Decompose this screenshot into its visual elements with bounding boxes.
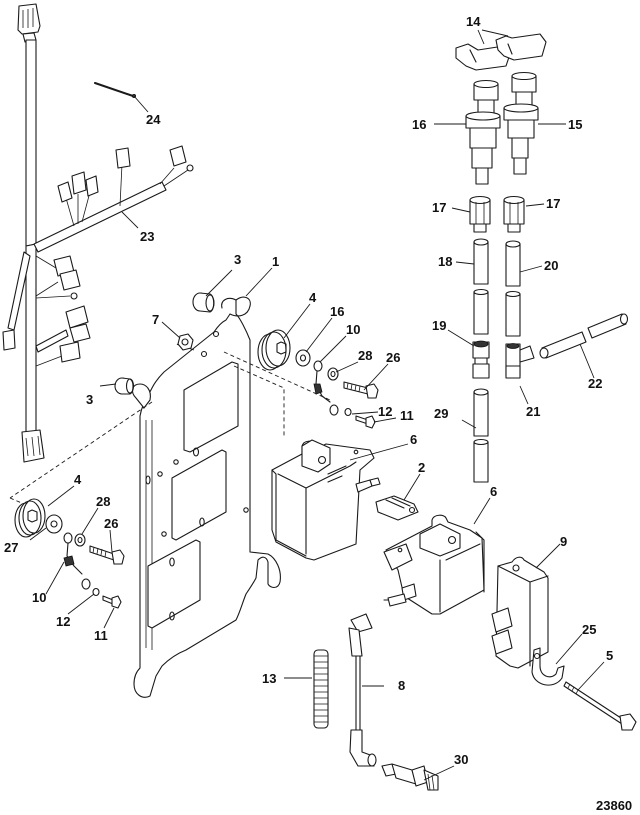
washer-lower-b (74, 533, 86, 547)
callout-27: 27 (4, 540, 18, 555)
tee-connector (505, 343, 535, 379)
callout-5: 5 (606, 648, 613, 663)
callout-23: 23 (140, 229, 154, 244)
washer-upper (295, 349, 311, 367)
hose-nut-left (469, 195, 491, 233)
ground-lead-lower (63, 532, 91, 590)
callout-15: 15 (568, 117, 582, 132)
callout-8: 8 (398, 678, 405, 693)
bolt-upper (343, 381, 379, 399)
figure-number: 23860 (596, 798, 632, 813)
leader-lines (29, 29, 605, 781)
callout-14: 14 (466, 14, 481, 29)
ignition-coil-lower (383, 514, 485, 615)
callout-30: 30 (454, 752, 468, 767)
screw-upper (355, 415, 376, 429)
callout-6-lower: 6 (490, 484, 497, 499)
washer-upper-b (327, 367, 339, 381)
lockwasher-lower (92, 587, 100, 597)
callout-22: 22 (588, 376, 602, 391)
hose-nut-right (503, 195, 525, 233)
callout-6-upper: 6 (410, 432, 417, 447)
callout-26-lower: 26 (104, 516, 118, 531)
spark-plug (381, 763, 439, 791)
callout-28-lower: 28 (96, 494, 110, 509)
long-bolt (563, 681, 637, 731)
callout-11-upper: 11 (400, 408, 414, 423)
callout-16-upper: 16 (330, 304, 344, 319)
callout-17-right: 17 (546, 196, 560, 211)
rubber-mount-lower (14, 498, 46, 538)
hose-lower (473, 388, 489, 483)
callout-26-upper: 26 (386, 350, 400, 365)
callout-19: 19 (432, 318, 446, 333)
ground-lead-upper (313, 360, 339, 416)
callout-7: 7 (152, 312, 159, 327)
callout-12-upper: 12 (378, 404, 392, 419)
rubber-mount-upper (257, 329, 291, 371)
washer-lower (45, 514, 63, 534)
callout-10-upper: 10 (346, 322, 360, 337)
screw-lower (102, 595, 122, 609)
callout-21: 21 (526, 404, 540, 419)
callout-3-lower: 3 (86, 392, 93, 407)
lockwasher-upper (344, 407, 352, 417)
spring-sleeve (313, 649, 329, 729)
callout-29: 29 (434, 406, 448, 421)
spark-plug-lead (348, 613, 377, 767)
ignition-module (491, 556, 549, 669)
callout-18: 18 (438, 254, 452, 269)
callout-25: 25 (582, 622, 596, 637)
callout-3-upper: 3 (234, 252, 241, 267)
callout-20: 20 (544, 258, 558, 273)
hose-right (505, 240, 521, 337)
callout-11-lower: 11 (94, 628, 108, 643)
wiring-harness (2, 3, 194, 463)
callout-16-right: 16 (412, 117, 426, 132)
grommet-lower (114, 377, 135, 395)
callout-4-lower: 4 (74, 472, 82, 487)
coil-clip (375, 495, 419, 521)
callout-28-upper: 28 (358, 348, 372, 363)
callout-9: 9 (560, 534, 567, 549)
callout-17-left: 17 (432, 200, 446, 215)
callout-13: 13 (262, 671, 276, 686)
grommet-upper (192, 292, 215, 313)
hose-branch (539, 313, 629, 359)
callout-2: 2 (418, 460, 425, 475)
cable-clamp (531, 647, 565, 686)
pressure-sensor-left (465, 79, 501, 185)
callout-4-upper: 4 (309, 290, 317, 305)
hose-left (473, 238, 489, 335)
pressure-sensor-right (503, 71, 539, 175)
callout-1: 1 (272, 254, 279, 269)
callout-labels: 24 23 3 1 7 4 16 10 28 26 12 11 6 2 3 4 … (4, 14, 632, 813)
bolt-lower (89, 545, 125, 565)
cable-tie (94, 82, 136, 99)
ignition-coil-upper (271, 439, 381, 561)
callout-24: 24 (146, 112, 161, 127)
mounting-plate (131, 296, 281, 698)
nut (177, 333, 194, 351)
callout-12-lower: 12 (56, 614, 70, 629)
straight-connector (472, 340, 490, 379)
hose-clips (455, 33, 547, 71)
callout-10-lower: 10 (32, 590, 46, 605)
